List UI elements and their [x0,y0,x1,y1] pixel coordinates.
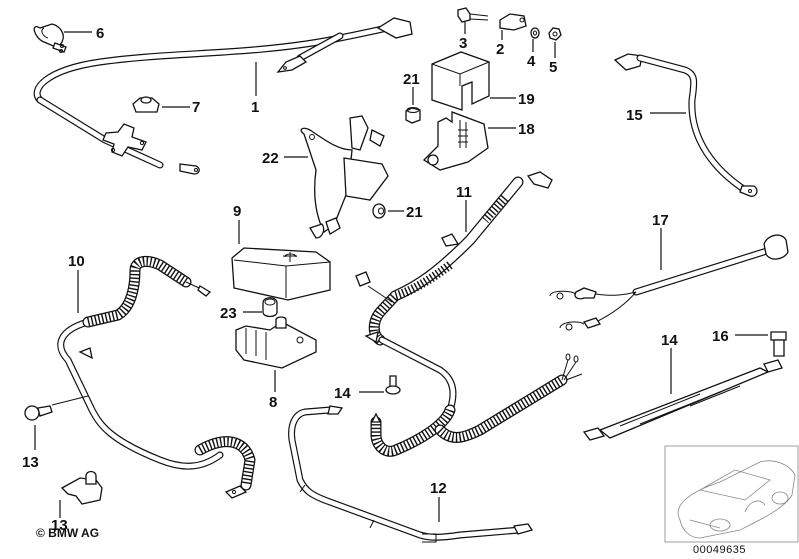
callout-17[interactable]: 16 [712,328,729,345]
part-16-battery-terminal-cable[interactable] [613,53,758,197]
part-18-cable-with-grommet[interactable] [549,234,789,331]
part-21-spacer-nut-upper[interactable] [405,107,421,124]
callout-18[interactable]: 17 [652,212,669,229]
part-15-ground-strap[interactable] [582,359,783,441]
part-22-holder-bracket[interactable] [300,115,389,239]
callout-15[interactable]: 14 [661,332,678,349]
callout-10[interactable]: 10 [68,253,85,270]
part-5-nut[interactable] [548,27,562,41]
callout-2[interactable]: 2 [496,41,504,58]
part-19-terminal-block[interactable] [422,111,489,171]
callout-14-center[interactable]: 14 [334,385,351,402]
part-21-spacer-nut-lower[interactable] [372,203,386,219]
part-6-cable-clip[interactable] [33,23,67,53]
part-7-collar-nut[interactable] [132,96,160,113]
callout-1[interactable]: 1 [251,99,259,116]
part-1-battery-cable[interactable] [33,17,413,175]
callout-5[interactable]: 5 [549,59,557,76]
part-17-hex-bolt[interactable] [770,331,787,357]
leader-10-bolt [51,395,89,406]
part-14-bolt-center[interactable] [385,375,401,395]
part-11-cable-harness[interactable] [355,171,583,457]
part-23-rubber-grommet[interactable] [262,297,278,318]
callout-8[interactable]: 8 [269,394,277,411]
callout-7[interactable]: 7 [192,99,200,116]
callout-9[interactable]: 9 [233,203,241,220]
callout-22[interactable]: 22 [262,150,279,167]
callout-4[interactable]: 4 [527,53,536,70]
car-overview-thumbnail [664,445,799,543]
callout-13[interactable]: 13 [51,517,68,534]
callout-11[interactable]: 11 [456,184,472,201]
callout-21-lower[interactable]: 21 [406,204,423,221]
part-13-mounting-bracket[interactable] [60,470,103,505]
callout-14-left[interactable]: 13 [22,454,39,471]
part-4-washer[interactable] [530,27,540,39]
copyright-text: © BMW AG [36,526,99,540]
part-10-positive-battery-lead[interactable] [57,255,256,499]
part-2-terminal-clamp[interactable] [499,13,527,31]
callout-20[interactable]: 19 [518,91,535,108]
callout-19[interactable]: 18 [518,121,535,138]
document-number: 00049635 [693,544,746,556]
callout-23[interactable]: 23 [220,305,237,322]
callout-6[interactable]: 6 [96,25,104,42]
part-8-distribution-box-base[interactable] [235,316,317,369]
callout-12[interactable]: 12 [430,480,447,497]
part-20-terminal-cover[interactable] [431,51,490,111]
part-12-ground-lead[interactable] [288,405,534,543]
part-14-bolt-left[interactable] [24,405,53,421]
part-3-clamp-bolt[interactable] [457,7,489,23]
callout-16[interactable]: 15 [626,107,643,124]
part-9-distribution-box-cover[interactable] [231,247,331,301]
callout-21-upper[interactable]: 21 [403,71,420,88]
callout-3[interactable]: 3 [459,35,467,52]
